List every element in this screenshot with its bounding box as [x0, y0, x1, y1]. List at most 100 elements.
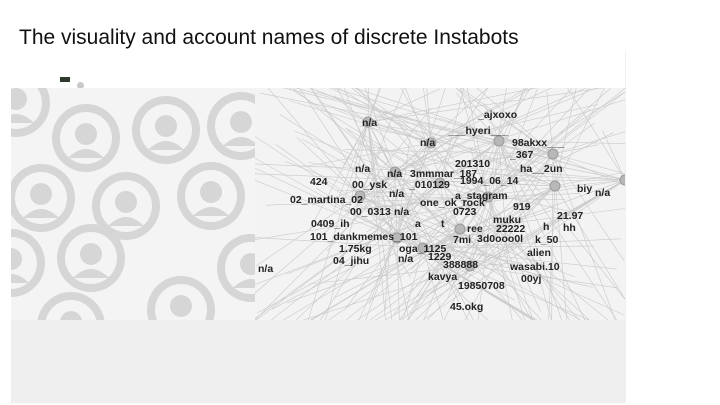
account-node-label: 3mmmar_187: [410, 168, 478, 180]
network-edge: [255, 182, 441, 320]
network-edges: [255, 88, 625, 320]
network-node: [547, 148, 559, 160]
network-edge: [469, 146, 489, 198]
network-edge: [359, 146, 547, 197]
account-node-label: 0723: [453, 206, 477, 218]
network-edge: [421, 123, 489, 198]
network-edge: [367, 88, 440, 123]
account-node-label: _367: [510, 149, 534, 161]
network-edge: [459, 88, 527, 230]
network-node: [464, 260, 476, 272]
network-edge: [356, 185, 556, 320]
network-edge: [400, 88, 432, 144]
network-edge: [295, 182, 441, 320]
network-edge: [498, 140, 625, 300]
network-edge: [311, 140, 500, 206]
account-node-label: 21.97: [557, 210, 584, 222]
network-edge: [476, 88, 554, 155]
network-edge: [328, 228, 461, 320]
network-edge: [367, 88, 380, 123]
network-edge: [552, 153, 616, 320]
network-edge: [406, 153, 554, 320]
account-node-label: _ajxoxo: [478, 109, 518, 121]
status-dot-icon: [77, 82, 84, 89]
network-edge: [430, 88, 553, 144]
network-edge: [359, 108, 432, 197]
network-edge: [332, 88, 554, 155]
account-node-label: h: [543, 221, 550, 233]
network-node: [549, 180, 561, 192]
network-node: [391, 232, 403, 244]
network-edge: [460, 88, 554, 155]
account-node-label: n/a: [394, 206, 410, 218]
account-node-label: 0409_ih: [311, 218, 350, 230]
network-edge: [337, 88, 432, 144]
network-edge: [376, 142, 432, 188]
network-node: [434, 177, 446, 189]
network-edge: [265, 196, 489, 206]
empty-region: [11, 320, 625, 402]
network-edge: [286, 196, 489, 275]
account-node-label: ree: [467, 223, 483, 235]
network-edge: [255, 171, 396, 267]
network-edge: [478, 153, 554, 259]
account-node-label: kavya: [428, 271, 458, 283]
network-edge: [345, 228, 461, 320]
network-edge: [498, 140, 552, 320]
network-edge: [422, 210, 551, 249]
avatar-icon: [11, 88, 255, 320]
folder-icon[interactable]: [60, 77, 70, 82]
network-edge: [487, 108, 591, 198]
account-node-label: 45.okg: [450, 301, 484, 313]
network-edge: [422, 247, 515, 301]
account-node-label: k_50: [535, 234, 559, 246]
network-edge: [487, 196, 525, 320]
network-edge: [487, 196, 570, 320]
network-edge: [359, 195, 575, 278]
profile-avatar-grid: [11, 88, 255, 320]
network-edge: [358, 182, 441, 197]
account-node-label: 3d0ooo0l: [477, 233, 524, 245]
network-edge: [296, 137, 361, 197]
network-node: [454, 223, 466, 235]
network-edge: [430, 104, 598, 144]
network-edge: [367, 121, 474, 320]
network-edge: [396, 91, 625, 239]
network-edge: [396, 208, 625, 239]
account-node-label: n/a: [420, 137, 436, 149]
account-node-label: 04_jihu: [333, 255, 370, 267]
network-edge: [367, 88, 370, 123]
network-edge: [602, 129, 625, 181]
network-edge: [367, 121, 386, 320]
network-edge: [359, 195, 489, 269]
account-node-label: ___hyeri___: [448, 125, 509, 137]
network-node: [619, 174, 625, 186]
network-edge: [359, 88, 405, 197]
slide-title: The visuality and account names of discr…: [19, 26, 519, 49]
network-edge: [455, 92, 500, 142]
network-edge: [307, 161, 489, 198]
network-edge: [487, 91, 625, 198]
network-edge: [346, 129, 461, 230]
network-edge: [255, 157, 398, 239]
network-edge: [399, 179, 625, 320]
account-node-label: hh: [563, 222, 576, 234]
network-edge: [369, 185, 556, 320]
account-node-label: t: [441, 218, 445, 230]
account-node-label: 424: [310, 176, 328, 188]
network-edge: [488, 168, 625, 181]
account-node-label: 98akxx___: [512, 137, 565, 149]
account-node-label: ha__2un: [520, 163, 563, 175]
network-edge: [255, 179, 625, 240]
network-node: [362, 116, 374, 128]
network-edge: [552, 153, 625, 262]
network-edge: [548, 185, 556, 320]
network-edge: [302, 265, 471, 320]
network-edge: [324, 195, 361, 320]
network-edge: [469, 211, 511, 267]
account-node-label: oga_1125: [399, 243, 447, 255]
account-node-label: 101_dankmemes_101: [310, 231, 418, 243]
network-edge: [359, 195, 488, 320]
network-edge: [422, 247, 460, 276]
account-node-label: _010129: [409, 179, 450, 191]
